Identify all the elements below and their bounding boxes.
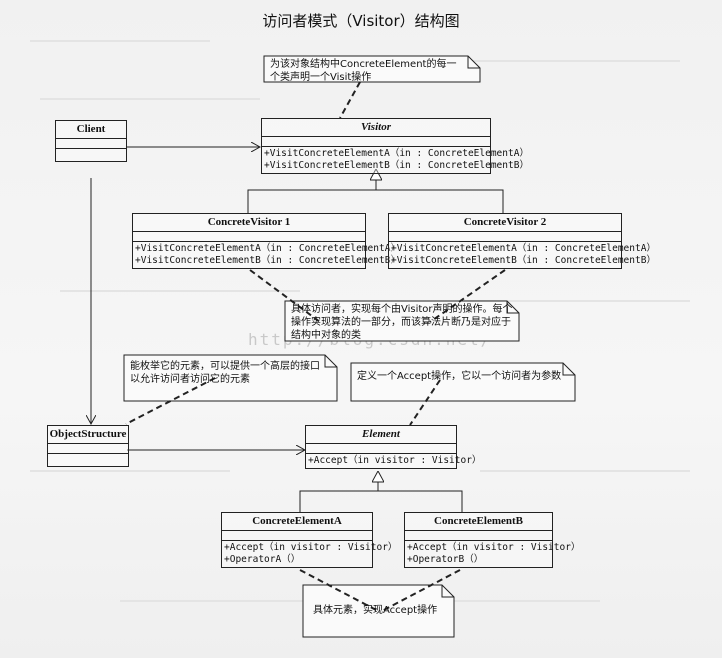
note-concrete-element-text: 具体元素，实现Accept操作 [313, 605, 438, 616]
class-element-name: Element [306, 426, 456, 444]
class-cv1-attributes [133, 232, 365, 242]
class-visitor: Visitor +VisitConcreteElementA（in : Conc… [261, 118, 529, 174]
background-noise [30, 40, 210, 42]
cv1-generalization [247, 189, 376, 213]
class-cv1-operations: +VisitConcreteElementA（in : ConcreteElem… [133, 242, 400, 268]
background-noise [480, 470, 690, 472]
class-concrete-visitor-1: ConcreteVisitor 1 +VisitConcreteElementA… [132, 213, 400, 269]
anchor-ceb-note [379, 569, 461, 613]
class-visitor-operations: +VisitConcreteElementA（in : ConcreteElem… [262, 147, 529, 173]
note-os-shape [123, 354, 338, 402]
operation: +Accept（in visitor : Visitor） [224, 542, 398, 553]
operation: +OperatorB（） [407, 554, 484, 565]
background-noise [460, 300, 690, 302]
class-visitor-attributes [262, 137, 490, 147]
note-visitor-shape [263, 55, 481, 83]
note-element-shape [350, 362, 576, 402]
class-ceb-attributes [405, 531, 552, 541]
class-object-structure: ObjectStructure [47, 425, 129, 467]
operation: +Accept（in visitor : Visitor） [308, 455, 482, 466]
class-concrete-element-a: ConcreteElementA +Accept（in visitor : Vi… [221, 512, 398, 568]
class-client-operations [56, 149, 126, 161]
class-cv2-attributes [389, 232, 621, 242]
class-cv2-name: ConcreteVisitor 2 [389, 214, 621, 232]
anchor-os-note [125, 377, 216, 425]
class-cea-name: ConcreteElementA [222, 513, 372, 531]
background-noise [30, 470, 230, 472]
operation: +VisitConcreteElementB（in : ConcreteElem… [391, 255, 656, 266]
note-ce-shape [302, 584, 455, 638]
class-objstruct-name: ObjectStructure [48, 426, 128, 444]
class-visitor-name: Visitor [262, 119, 490, 137]
class-client-name: Client [56, 121, 126, 139]
operation: +VisitConcreteElementA（in : ConcreteElem… [264, 148, 529, 159]
class-cea-operations: +Accept（in visitor : Visitor） +OperatorA… [222, 541, 398, 567]
cv2-generalization [376, 189, 504, 213]
note-anchors [125, 81, 506, 613]
note-element-text: 定义一个Accept操作，它以一个访问者为参数 [357, 371, 562, 382]
class-objstruct-operations [48, 454, 128, 466]
class-cv1-name: ConcreteVisitor 1 [133, 214, 365, 232]
ceb-generalization [378, 490, 463, 512]
anchor-cv2-note [429, 269, 506, 323]
class-element-operations: +Accept（in visitor : Visitor） [306, 454, 482, 468]
operation: +VisitConcreteElementA（in : ConcreteElem… [135, 243, 400, 254]
note-cv-shape [284, 300, 520, 342]
note-object-structure-text: 能枚举它的元素，可以提供一个高层的接口以允许访问者访问它的元素 [130, 361, 320, 385]
anchor-visitor-note [339, 81, 361, 119]
cea-generalization [299, 490, 378, 512]
operation: +Accept（in visitor : Visitor） [407, 542, 581, 553]
note-visitor-text: 为该对象结构中ConcreteElement的每一个类声明一个Visit操作 [270, 59, 457, 83]
note-shapes [123, 55, 576, 638]
operation: +VisitConcreteElementA（in : ConcreteElem… [391, 243, 656, 254]
class-ceb-name: ConcreteElementB [405, 513, 552, 531]
background-noise [420, 60, 680, 62]
anchor-cea-note [299, 569, 381, 613]
class-ceb-operations: +Accept（in visitor : Visitor） +OperatorB… [405, 541, 581, 567]
class-element: Element +Accept（in visitor : Visitor） [305, 425, 482, 469]
class-cv2-operations: +VisitConcreteElementA（in : ConcreteElem… [389, 242, 656, 268]
class-objstruct-attributes [48, 444, 128, 454]
class-element-attributes [306, 444, 456, 454]
anchor-cv1-note [249, 269, 321, 323]
operation: +VisitConcreteElementB（in : ConcreteElem… [135, 255, 400, 266]
background-noise [60, 290, 300, 292]
class-client: Client [55, 120, 127, 162]
class-concrete-visitor-2: ConcreteVisitor 2 +VisitConcreteElementA… [388, 213, 656, 269]
class-client-attributes [56, 139, 126, 149]
class-concrete-element-b: ConcreteElementB +Accept（in visitor : Vi… [404, 512, 581, 568]
operation: +VisitConcreteElementB（in : ConcreteElem… [264, 160, 529, 171]
note-concrete-visitor-text: 具体访问者，实现每个由Visitor声明的操作。每个操作实现算法的一部分，而该算… [291, 304, 513, 341]
background-noise [40, 98, 260, 100]
class-cea-attributes [222, 531, 372, 541]
diagram-title: 访问者模式（Visitor）结构图 [262, 12, 460, 30]
anchor-element-note [409, 379, 441, 426]
operation: +OperatorA（） [224, 554, 301, 565]
